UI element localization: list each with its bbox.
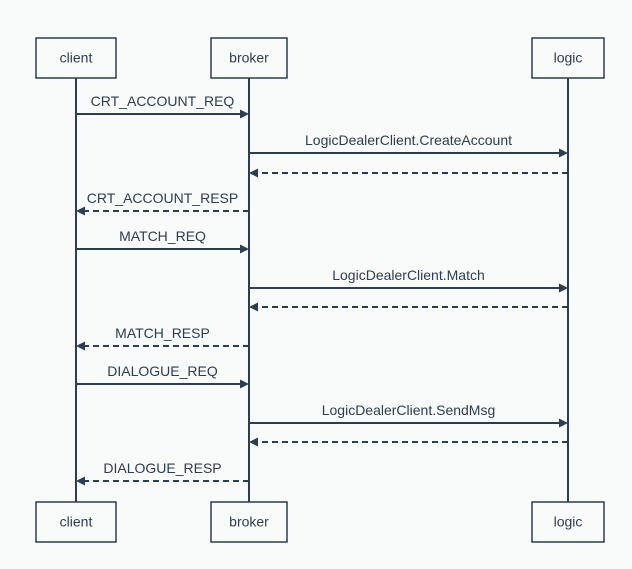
participant-box	[210, 501, 288, 543]
participant-box	[531, 501, 605, 543]
participant-label: client	[60, 50, 93, 66]
lifelines	[75, 78, 569, 502]
arrowhead-icon	[240, 379, 249, 389]
broker-box-top: broker	[210, 37, 288, 79]
logic-box-top: logic	[531, 37, 605, 79]
arrowhead-icon	[240, 244, 249, 254]
arrowhead-icon	[240, 109, 249, 119]
message-3	[249, 168, 568, 178]
message-label: DIALOGUE_REQ	[107, 363, 218, 379]
arrowhead-icon	[76, 341, 85, 351]
message-2: LogicDealerClient.CreateAccount	[249, 132, 568, 158]
arrowhead-icon	[249, 302, 258, 312]
participant-label: logic	[554, 50, 583, 66]
message-label: DIALOGUE_RESP	[103, 460, 221, 476]
message-label: CRT_ACCOUNT_REQ	[91, 93, 235, 109]
participant-box	[210, 37, 288, 79]
message-11	[249, 437, 568, 447]
message-label: LogicDealerClient.SendMsg	[322, 402, 496, 418]
message-label: LogicDealerClient.Match	[332, 267, 485, 283]
message-label: MATCH_RESP	[115, 325, 210, 341]
logic-box-bottom: logic	[531, 501, 605, 543]
message-label: LogicDealerClient.CreateAccount	[305, 132, 512, 148]
message-1: CRT_ACCOUNT_REQ	[76, 93, 249, 119]
message-10: LogicDealerClient.SendMsg	[249, 402, 568, 428]
participant-box	[35, 501, 117, 543]
arrowhead-icon	[249, 168, 258, 178]
client-box-top: client	[35, 37, 117, 79]
message-6: LogicDealerClient.Match	[249, 267, 568, 293]
messages: CRT_ACCOUNT_REQ LogicDealerClient.CreateA…	[76, 93, 568, 486]
client-box-bottom: client	[35, 501, 117, 543]
arrowhead-icon	[559, 283, 568, 293]
message-5: MATCH_REQ	[76, 228, 249, 254]
arrowhead-icon	[76, 476, 85, 486]
arrowhead-icon	[249, 437, 258, 447]
participant-label: client	[60, 514, 93, 530]
message-12: DIALOGUE_RESP	[76, 460, 249, 486]
message-7	[249, 302, 568, 312]
message-4: CRT_ACCOUNT_RESP	[76, 190, 249, 216]
participant-boxes: client client broker broker logic logic	[35, 37, 605, 543]
message-label: MATCH_REQ	[119, 228, 206, 244]
message-8: MATCH_RESP	[76, 325, 249, 351]
participant-box	[531, 37, 605, 79]
participant-label: logic	[554, 514, 583, 530]
arrowhead-icon	[76, 206, 85, 216]
participant-box	[35, 37, 117, 79]
broker-box-bottom: broker	[210, 501, 288, 543]
message-label: CRT_ACCOUNT_RESP	[87, 190, 238, 206]
participant-label: broker	[229, 50, 269, 66]
message-9: DIALOGUE_REQ	[76, 363, 249, 389]
arrowhead-icon	[559, 418, 568, 428]
participant-label: broker	[229, 514, 269, 530]
arrowhead-icon	[559, 148, 568, 158]
